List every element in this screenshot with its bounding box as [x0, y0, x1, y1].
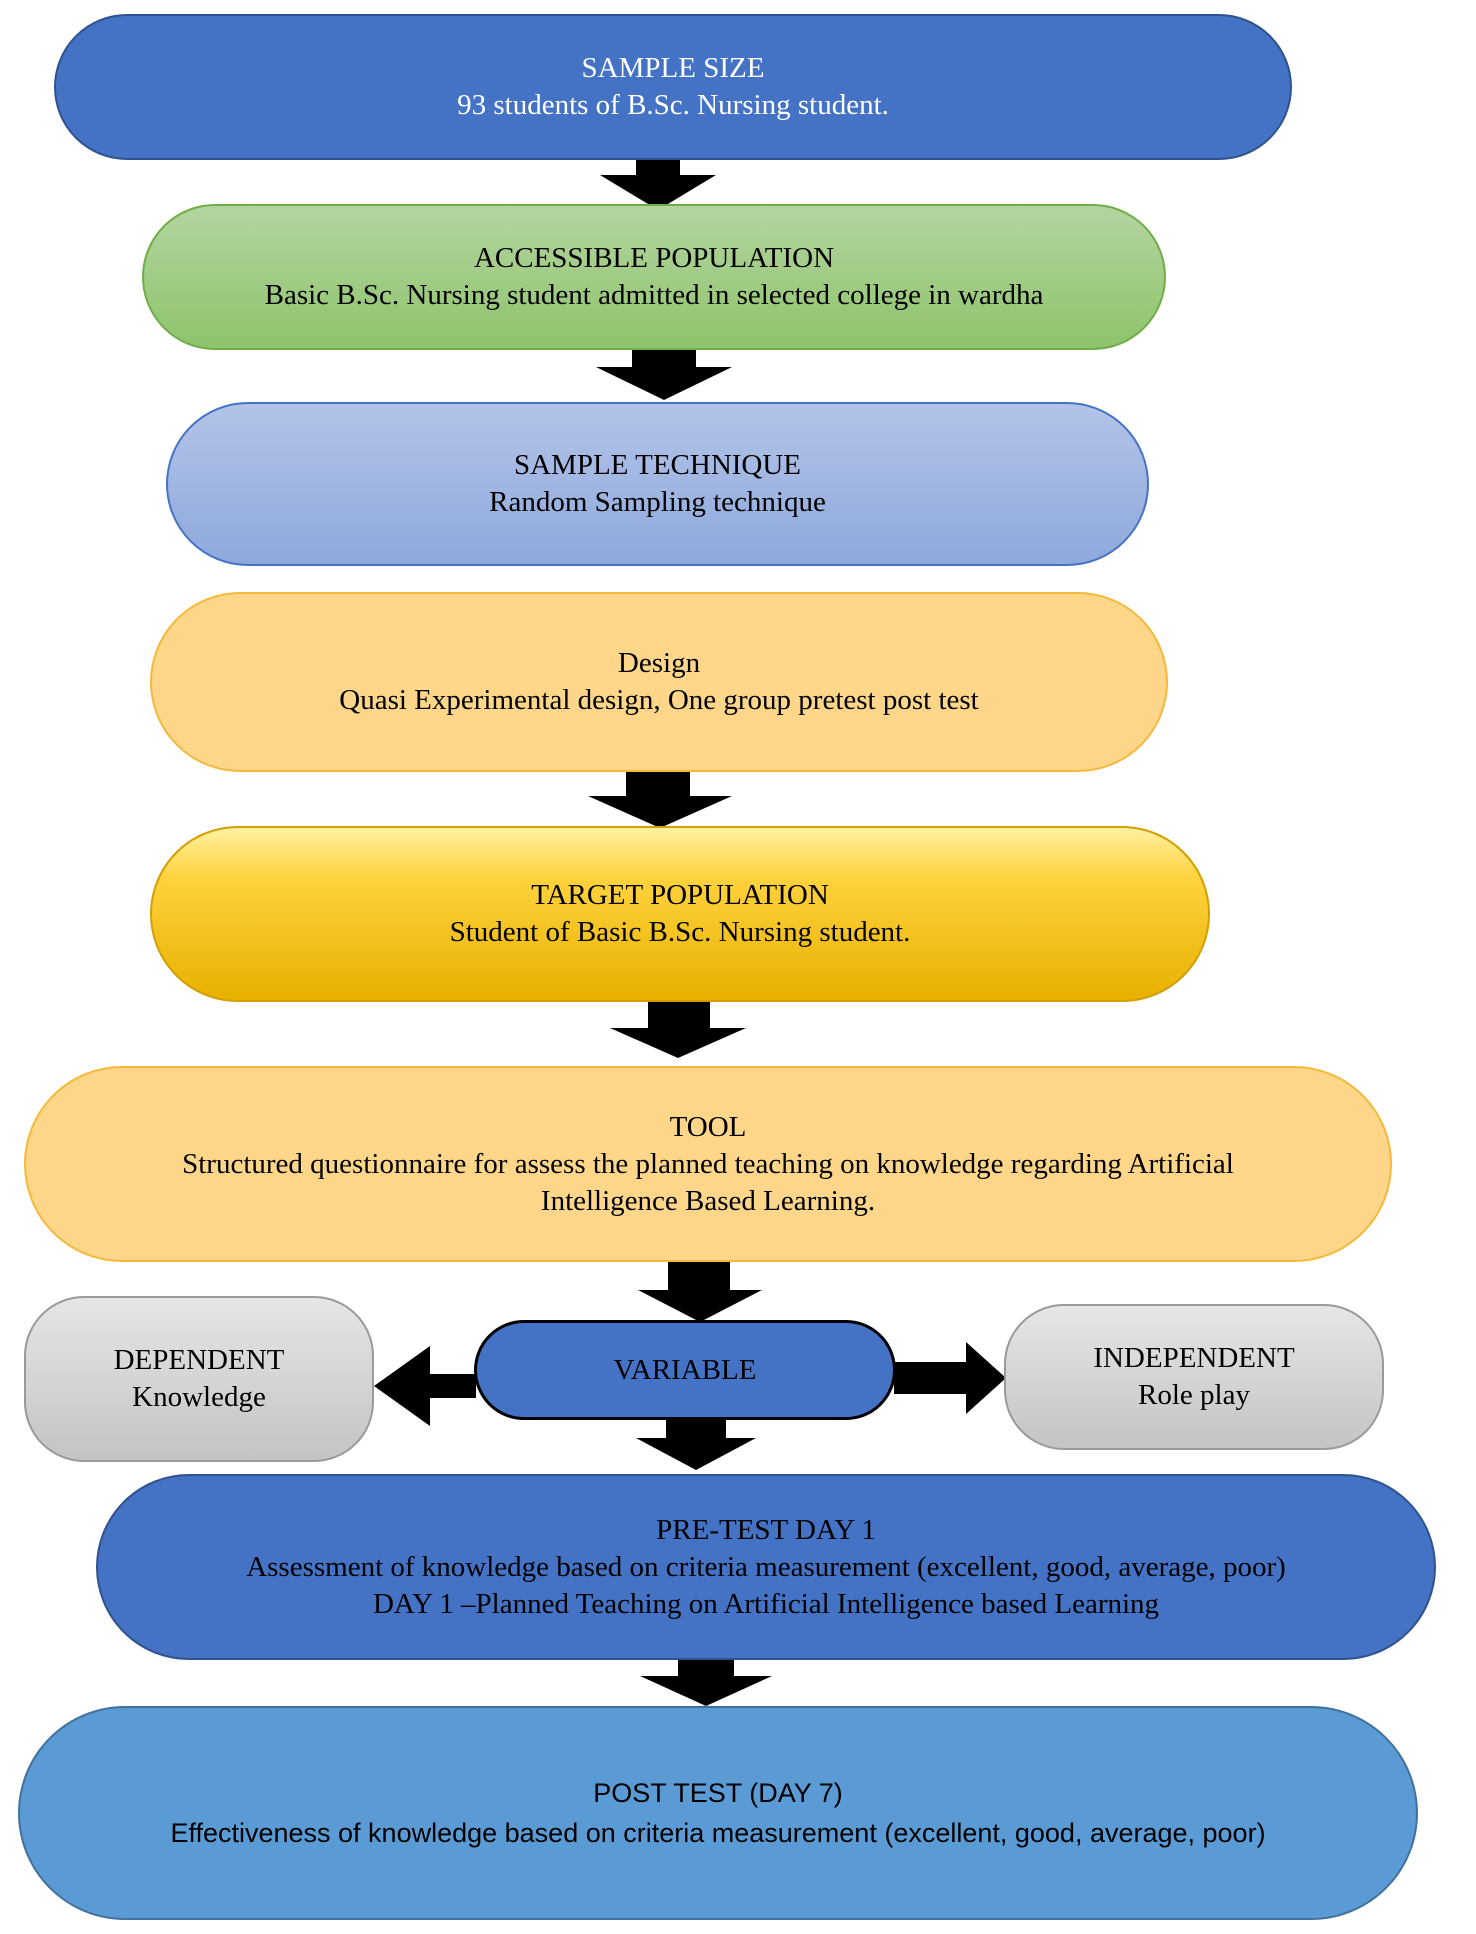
arrow-down-3 [588, 772, 732, 828]
tool-title: TOOL [669, 1110, 747, 1143]
independent-title: INDEPENDENT [1093, 1342, 1295, 1374]
post-test-title: POST TEST (DAY 7) [593, 1778, 843, 1808]
pre-test-text-line1: Assessment of knowledge based on criteri… [246, 1550, 1286, 1583]
node-tool: TOOL Structured questionnaire for assess… [24, 1066, 1392, 1262]
independent-text: Role play [1138, 1379, 1250, 1411]
tool-text-line1: Structured questionnaire for assess the … [182, 1147, 1234, 1180]
target-population-text: Student of Basic B.Sc. Nursing student. [449, 916, 911, 948]
pre-test-title: PRE-TEST DAY 1 [656, 1513, 876, 1546]
accessible-population-title: ACCESSIBLE POPULATION [473, 242, 835, 274]
node-independent: INDEPENDENT Role play [1004, 1304, 1384, 1450]
post-test-text: Effectiveness of knowledge based on crit… [170, 1818, 1266, 1848]
node-variable: VARIABLE [474, 1320, 896, 1420]
design-title: Design [617, 647, 701, 679]
sample-technique-title: SAMPLE TECHNIQUE [513, 449, 802, 481]
arrow-left [374, 1346, 476, 1426]
sample-size-title: SAMPLE SIZE [581, 52, 765, 84]
node-sample-size: SAMPLE SIZE 93 students of B.Sc. Nursing… [54, 14, 1292, 160]
design-text: Quasi Experimental design, One group pre… [339, 684, 979, 716]
node-post-test: POST TEST (DAY 7) Effectiveness of knowl… [18, 1706, 1418, 1920]
sample-technique-text: Random Sampling technique [489, 486, 826, 518]
variable-title: VARIABLE [613, 1353, 757, 1386]
tool-text-line2: Intelligence Based Learning. [540, 1184, 876, 1217]
arrow-down-4 [610, 1002, 746, 1058]
arrow-right [894, 1342, 1006, 1414]
arrow-down-6 [636, 1420, 756, 1470]
dependent-title: DEPENDENT [113, 1344, 285, 1376]
node-sample-technique: SAMPLE TECHNIQUE Random Sampling techniq… [166, 402, 1149, 566]
dependent-text: Knowledge [132, 1381, 266, 1413]
arrow-down-2 [596, 343, 732, 400]
target-population-title: TARGET POPULATION [531, 879, 829, 911]
arrow-down-5 [638, 1260, 762, 1322]
accessible-population-text: Basic B.Sc. Nursing student admitted in … [264, 279, 1044, 311]
node-design: Design Quasi Experimental design, One gr… [150, 592, 1168, 772]
node-accessible-population: ACCESSIBLE POPULATION Basic B.Sc. Nursin… [142, 204, 1166, 350]
arrow-down-1 [600, 145, 716, 210]
node-target-population: TARGET POPULATION Student of Basic B.Sc.… [150, 826, 1210, 1002]
sample-size-text: 93 students of B.Sc. Nursing student. [457, 89, 889, 121]
arrow-down-7 [640, 1658, 772, 1706]
node-pre-test: PRE-TEST DAY 1 Assessment of knowledge b… [96, 1474, 1436, 1660]
pre-test-text-line2: DAY 1 –Planned Teaching on Artificial In… [372, 1587, 1160, 1620]
node-dependent: DEPENDENT Knowledge [24, 1296, 374, 1462]
